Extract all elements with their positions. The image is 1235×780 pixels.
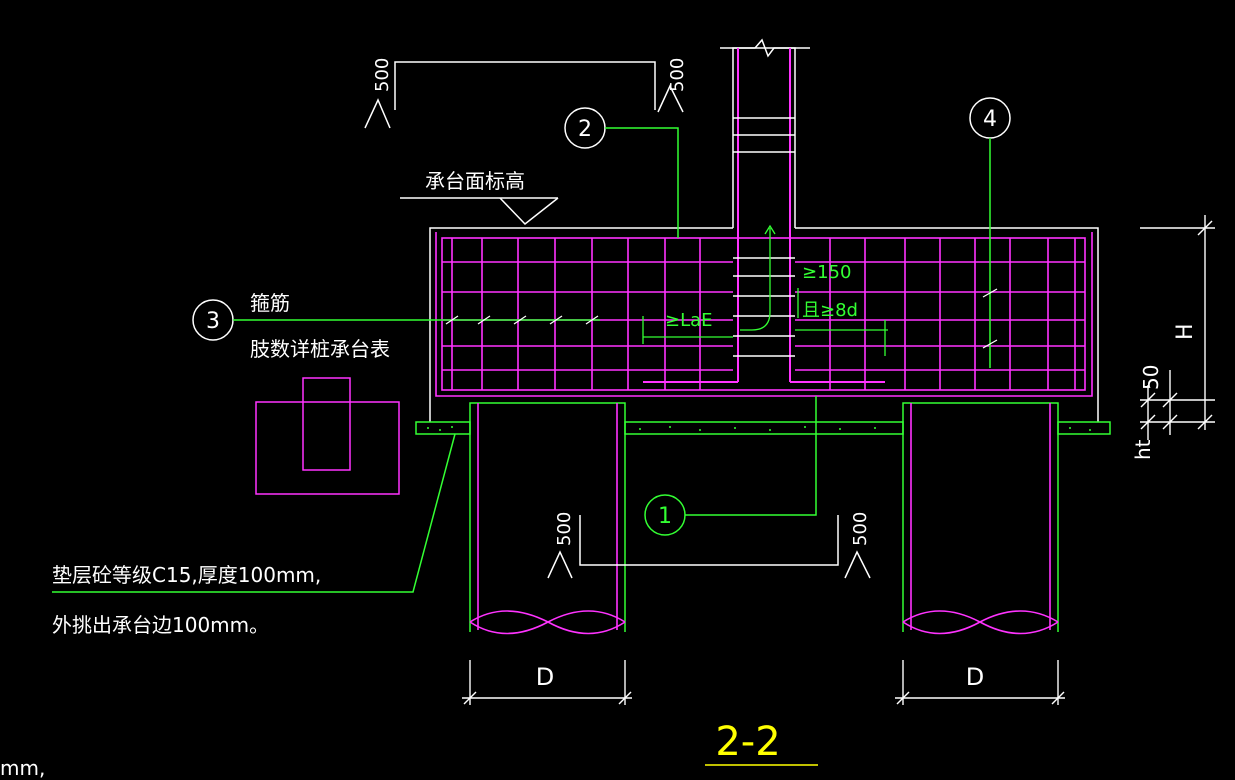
callout-3-number: 3 — [206, 309, 220, 334]
anchorage-dimension — [642, 224, 888, 356]
dim-H-label: H — [1173, 323, 1198, 340]
cap-rebar-cage — [435, 232, 1093, 397]
cushion-layer — [415, 421, 1111, 435]
callout-2-number: 2 — [578, 117, 592, 142]
pile-diameter-dimensions — [462, 660, 1065, 705]
pile-cap-outline — [429, 227, 1099, 422]
pile-left — [469, 402, 626, 635]
callout-4-number: 4 — [983, 107, 997, 132]
dim-ht-label: ht — [1131, 439, 1155, 460]
dim-D-left-label: D — [536, 663, 554, 691]
cushion-note-line1: 垫层砼等级C15,厚度100mm, — [52, 563, 321, 587]
anchorage-label: ≥LaE — [665, 310, 713, 331]
callout-1-number: 1 — [658, 504, 672, 529]
top-elevation-marker — [400, 197, 559, 226]
section-cut-bottom — [547, 515, 871, 579]
callout-1 — [644, 396, 817, 536]
top-elevation-label: 承台面标高 — [425, 169, 525, 193]
min-8d-label: 且≥8d — [802, 300, 858, 321]
stirrup-label: 箍筋 — [250, 291, 290, 315]
dim-D-right-label: D — [966, 663, 984, 691]
inset-plan — [255, 377, 400, 495]
section-title: 2-2 — [715, 719, 780, 765]
cut-mark-bottom-left-label: 500 — [554, 512, 575, 546]
section-cut-top — [364, 61, 684, 129]
bottom-left-fragment: mm, — [0, 756, 45, 780]
callout-2 — [564, 107, 679, 238]
min-150-label: ≥150 — [802, 262, 851, 283]
cushion-note-line2: 外挑出承台边100mm。 — [52, 613, 269, 637]
cushion-leader — [52, 433, 456, 593]
callout-3 — [192, 299, 600, 341]
column — [643, 38, 885, 383]
stirrup-note: 肢数详桩承台表 — [250, 337, 390, 361]
callout-4 — [969, 97, 1011, 368]
right-dimensions — [1140, 215, 1215, 440]
pile-right — [902, 402, 1059, 635]
cut-mark-left-label: 500 — [372, 58, 393, 92]
cut-mark-bottom-right-label: 500 — [850, 512, 871, 546]
cut-mark-right-label: 500 — [667, 58, 688, 92]
dim-50-label: 50 — [1139, 365, 1163, 390]
